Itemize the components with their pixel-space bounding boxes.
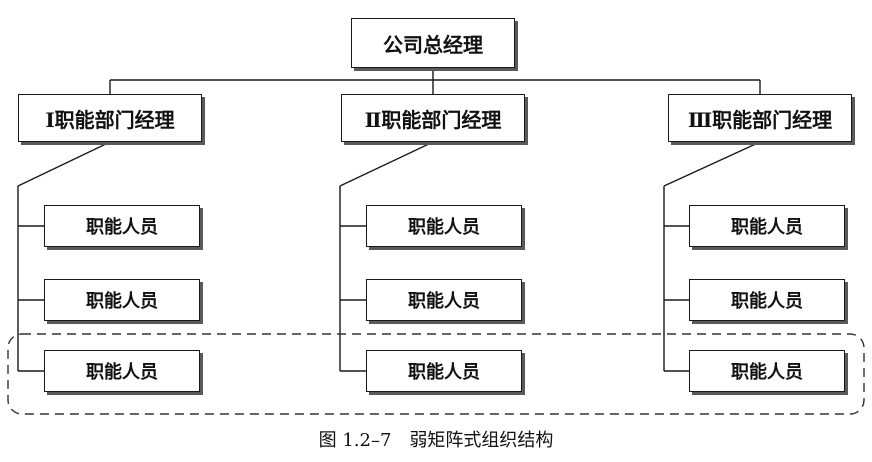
connector-line [17, 141, 111, 187]
staff-box: 职能人员 [689, 205, 845, 247]
staff-box: 职能人员 [44, 350, 200, 392]
staff-box: 职能人员 [689, 350, 845, 392]
staff-box: 职能人员 [689, 279, 845, 321]
staff-box: 职能人员 [44, 279, 200, 321]
connector-line [339, 141, 434, 187]
general-manager-box: 公司总经理 [351, 18, 515, 68]
staff-box: 职能人员 [366, 350, 522, 392]
manager-box-3: Ⅲ职能部门经理 [668, 94, 852, 142]
staff-box: 职能人员 [44, 205, 200, 247]
manager-box-1: Ⅰ职能部门经理 [18, 94, 202, 142]
connector-line [663, 141, 761, 187]
dashed-project-group [7, 333, 865, 415]
figure-caption: 图 1.2–7 弱矩阵式组织结构 [318, 430, 554, 451]
staff-box: 职能人员 [366, 205, 522, 247]
staff-box: 职能人员 [366, 279, 522, 321]
manager-box-2: Ⅱ职能部门经理 [341, 94, 525, 142]
